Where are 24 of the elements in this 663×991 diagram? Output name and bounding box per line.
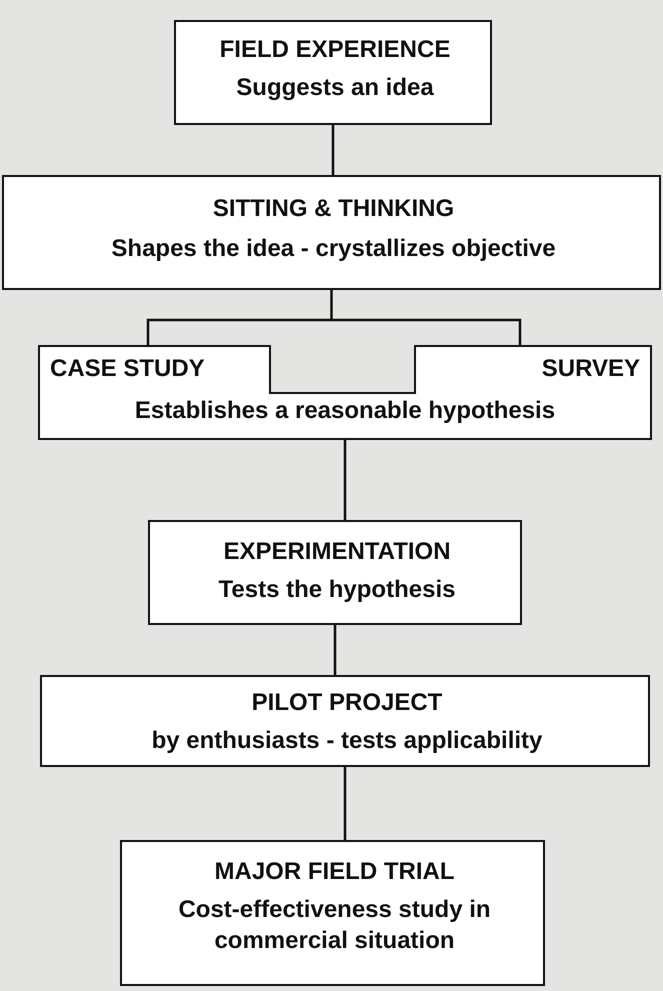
process-box [2,175,661,290]
connector-line [344,440,346,520]
process-box [120,840,545,986]
connector-line [146,288,522,346]
process-box [148,520,522,625]
step-description: Tests the hypothesis [218,575,456,605]
connector-line [332,125,334,175]
step-heading: CASE STUDY [50,354,206,384]
step-heading: SURVEY [540,354,640,384]
process-box [174,20,492,125]
step-description: Establishes a reasonable hypothesis [134,396,556,426]
step-description: Shapes the idea - crystallizes objective [110,234,557,264]
connector-line [334,625,336,675]
connector-line [344,767,346,840]
step-heading: PILOT PROJECT [250,688,444,718]
step-heading: MAJOR FIELD TRIAL [214,857,456,887]
step-heading: FIELD EXPERIENCE [218,35,452,65]
notched-process-box [38,345,652,440]
step-description: Suggests an idea [235,73,435,103]
step-description: Cost-effectiveness study in commercial situation [177,895,492,956]
step-heading: SITTING & THINKING [212,194,456,224]
process-box [40,675,650,767]
step-description: by enthusiasts - tests applicability [150,726,544,756]
step-heading: EXPERIMENTATION [222,537,452,567]
